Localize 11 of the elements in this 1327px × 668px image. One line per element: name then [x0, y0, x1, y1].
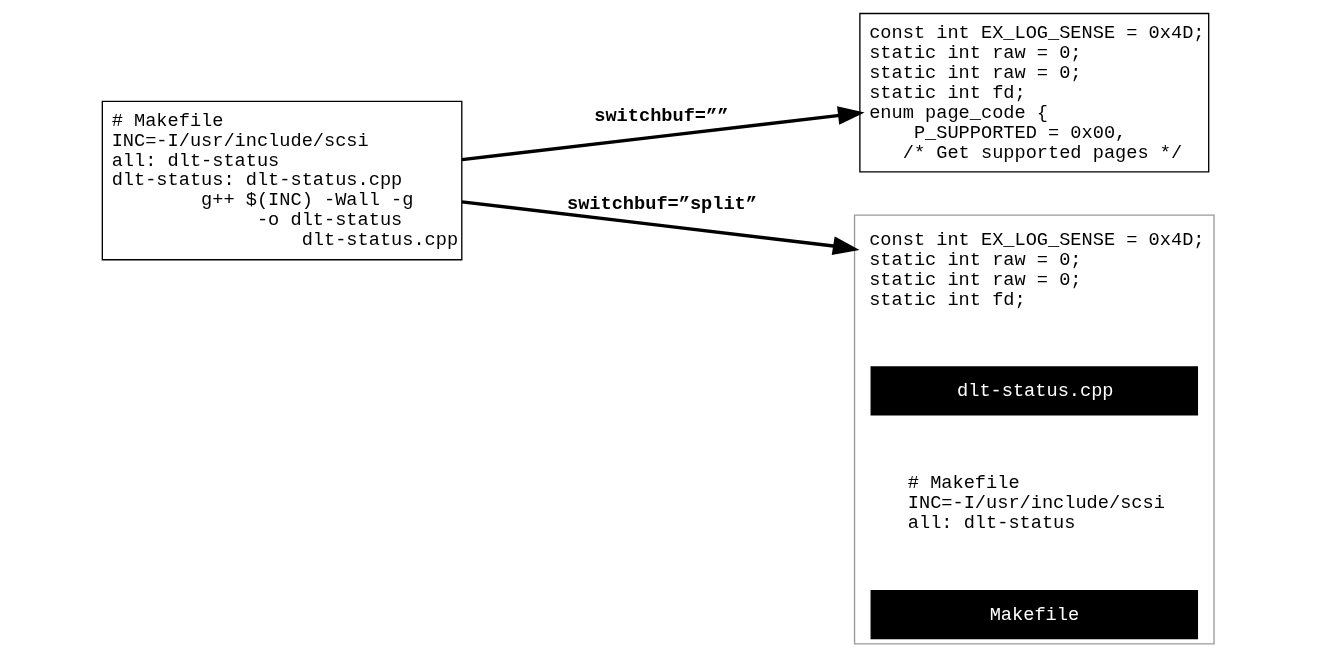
node-box: dlt-status.cpp	[870, 366, 1199, 416]
node-box: Makefile	[870, 589, 1199, 640]
edge-label: switchbuf=”split”	[566, 192, 757, 215]
arrow	[461, 200, 860, 255]
node-box: # Makefile INC=-I/usr/include/scsi all: dlt-status dlt-status: dlt-status.cpp g++ $(INC) -Wall -g -o dlt-status dlt-status.cpp	[101, 100, 463, 261]
node-text: const int EX_LOG_SENSE = 0x4D; static int raw = 0; static int raw = 0; static int fd;	[869, 228, 1205, 311]
cluster	[853, 214, 1215, 645]
arrow	[461, 106, 865, 162]
edge-label: switchbuf=””	[594, 104, 729, 127]
node-text: # Makefile INC=-I/usr/include/scsi all: dlt-status	[907, 471, 1165, 534]
node-box: const int EX_LOG_SENSE = 0x4D; static int raw = 0; static int raw = 0; static int fd; enum page_code { P_SUPPORTED = 0x00, /* Get supported pages */	[859, 12, 1210, 173]
